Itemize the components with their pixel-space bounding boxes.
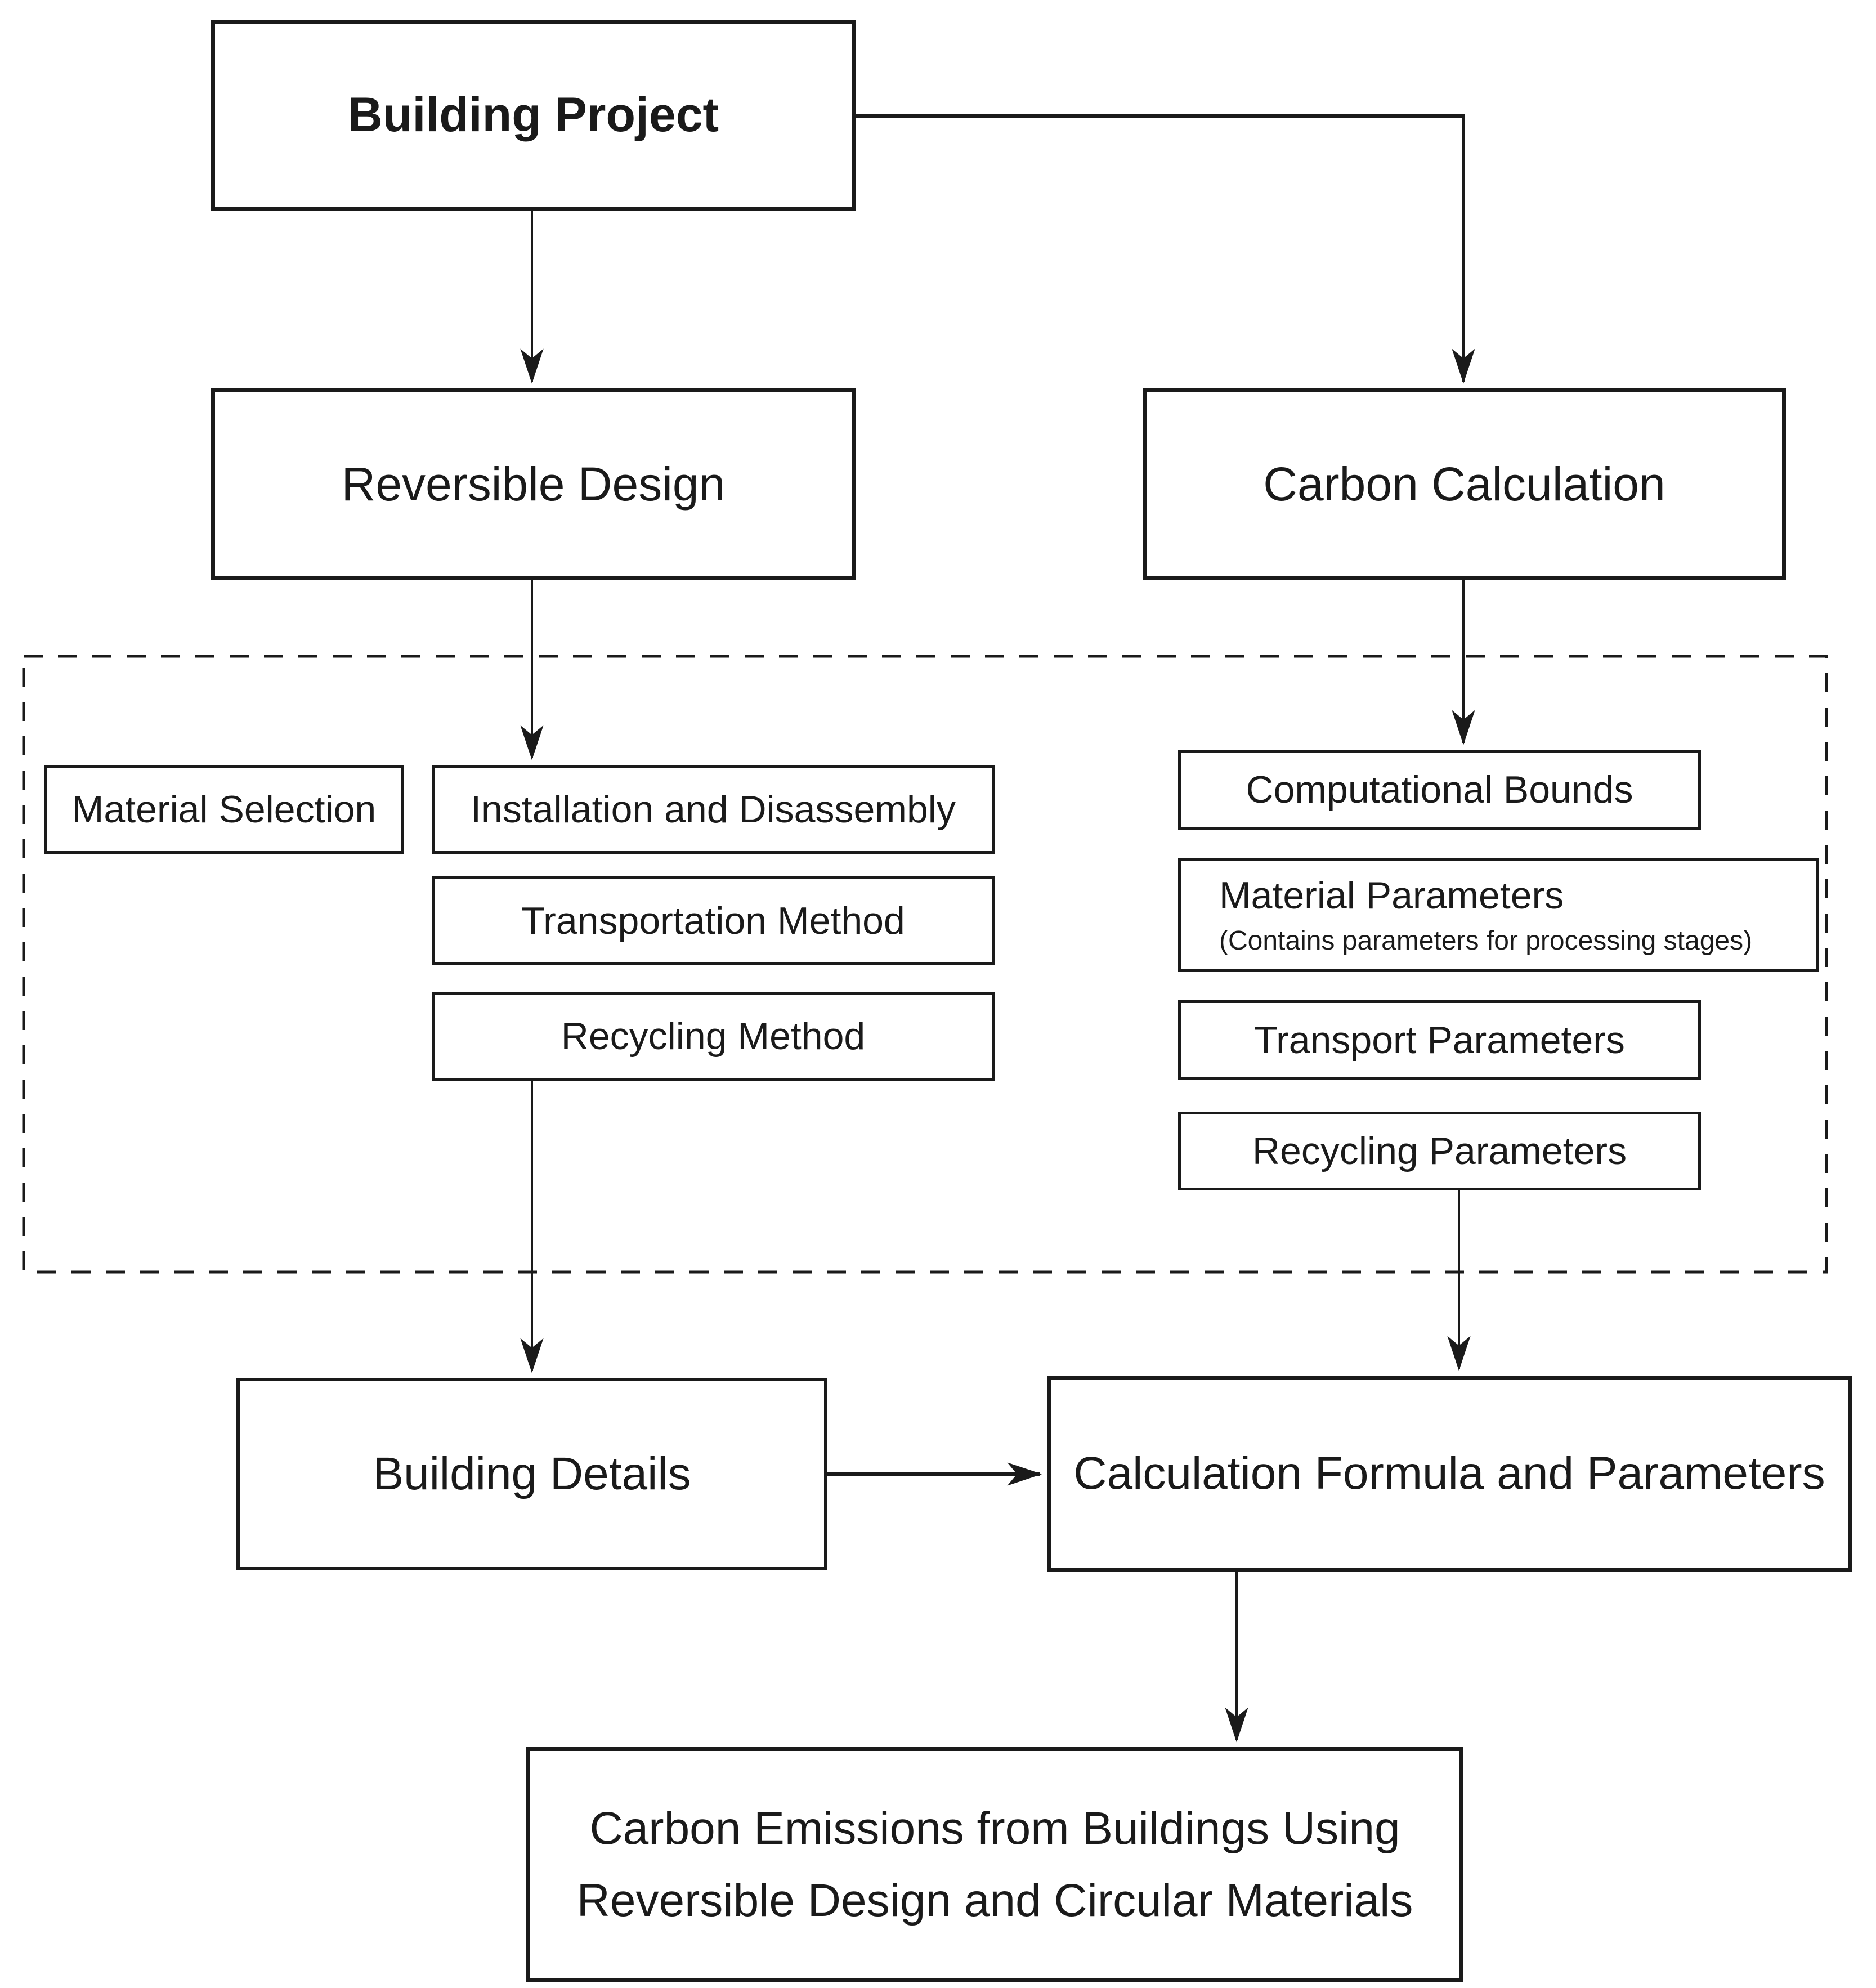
node-carbon-emissions-result: Carbon Emissions from Buildings Using Re… — [526, 1747, 1463, 1982]
node-note: (Contains parameters for processing stag… — [1219, 926, 1753, 956]
node-recycling-method: Recycling Method — [432, 992, 995, 1081]
node-label: Building Details — [373, 1448, 691, 1499]
node-material-selection: Material Selection — [44, 765, 404, 854]
node-label: Building Project — [347, 88, 719, 142]
node-computational-bounds: Computational Bounds — [1178, 750, 1701, 830]
node-material-parameters: Material Parameters (Contains parameters… — [1178, 858, 1819, 972]
node-transportation-method: Transportation Method — [432, 876, 995, 965]
node-label: Carbon Calculation — [1263, 458, 1665, 511]
node-label: Installation and Disassembly — [471, 787, 956, 831]
node-label: Material Parameters — [1219, 874, 1564, 917]
node-installation-and-disassembly: Installation and Disassembly — [432, 765, 995, 854]
dashed-boundary — [22, 655, 1828, 1274]
node-building-project: Building Project — [211, 20, 856, 211]
node-label: Calculation Formula and Parameters — [1073, 1448, 1825, 1499]
node-label: Recycling Method — [561, 1014, 866, 1058]
node-label: Recycling Parameters — [1252, 1129, 1627, 1172]
node-label: Reversible Design — [341, 458, 726, 511]
node-recycling-parameters: Recycling Parameters — [1178, 1112, 1701, 1190]
node-transport-parameters: Transport Parameters — [1178, 1000, 1701, 1080]
node-label: Carbon Emissions from Buildings Using Re… — [576, 1803, 1413, 1926]
node-label: Material Selection — [71, 787, 377, 831]
node-building-details: Building Details — [236, 1378, 827, 1570]
node-label: Computational Bounds — [1246, 768, 1633, 811]
node-label: Transportation Method — [521, 899, 905, 942]
node-carbon-calculation: Carbon Calculation — [1143, 388, 1786, 580]
node-label: Transport Parameters — [1254, 1018, 1625, 1062]
node-calculation-formula-and-parameters: Calculation Formula and Parameters — [1047, 1376, 1852, 1572]
node-reversible-design: Reversible Design — [211, 388, 856, 580]
arrow-building-project-to-carbon-calculation — [856, 114, 1475, 384]
